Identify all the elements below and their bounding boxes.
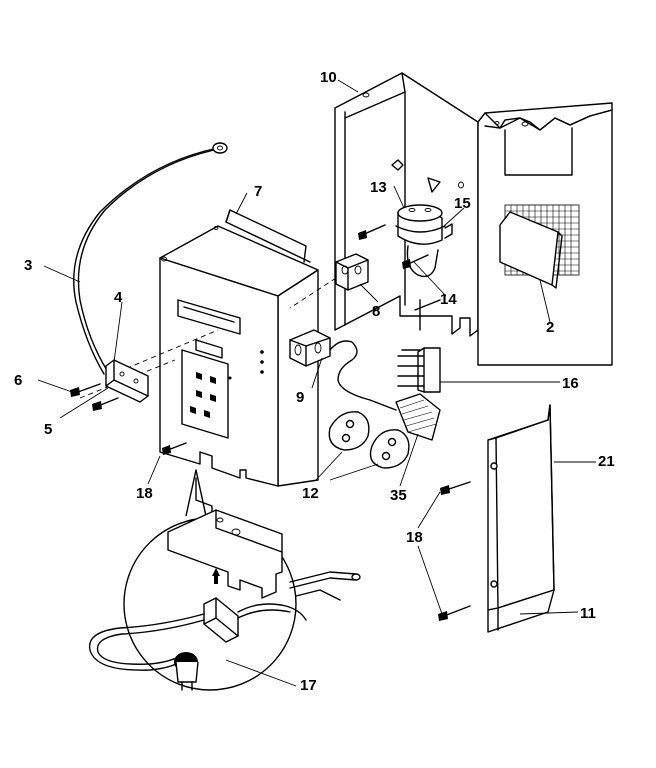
callout-16: 16 xyxy=(562,375,579,392)
capacitor-part-13 xyxy=(358,204,453,278)
callout-15: 15 xyxy=(454,195,471,212)
callout-4: 4 xyxy=(114,289,123,306)
callout-17: 17 xyxy=(300,677,317,694)
grille-part-2 xyxy=(499,204,580,289)
callout-9: 9 xyxy=(296,389,304,406)
callout-14: 14 xyxy=(440,291,457,308)
callout-6: 6 xyxy=(14,372,22,389)
callout-11: 11 xyxy=(580,605,596,622)
callout-7: 7 xyxy=(254,183,262,200)
cabinet-back-panel-part-10 xyxy=(334,72,479,337)
callout-35: 35 xyxy=(390,487,407,504)
callout-12: 12 xyxy=(302,485,319,502)
switch-part-9 xyxy=(289,329,371,401)
callout-labels: 10 7 13 15 3 4 14 8 2 6 16 9 5 21 18 12 … xyxy=(14,69,615,694)
callout-5: 5 xyxy=(44,421,52,438)
callout-18-right: 18 xyxy=(406,529,423,546)
screws-part-18 xyxy=(162,442,471,621)
callout-2: 2 xyxy=(546,319,554,336)
connector-part-16 xyxy=(397,347,441,393)
bracket-part-4 xyxy=(70,359,149,411)
callout-8: 8 xyxy=(372,303,380,320)
ground-wire-part-3 xyxy=(73,142,228,375)
cover-plate-part-21 xyxy=(487,404,555,633)
callout-13: 13 xyxy=(370,179,387,196)
leader-lines xyxy=(37,79,596,687)
detail-view-part-17 xyxy=(88,469,361,691)
terminal-block-part-8 xyxy=(335,253,369,291)
callout-10: 10 xyxy=(320,69,337,86)
callout-21: 21 xyxy=(598,453,615,470)
control-box-part-7 xyxy=(79,209,337,487)
cover-part-12 xyxy=(328,411,410,469)
heater-element-part-35 xyxy=(369,393,441,441)
callout-3: 3 xyxy=(24,257,32,274)
callout-18-left: 18 xyxy=(136,485,153,502)
